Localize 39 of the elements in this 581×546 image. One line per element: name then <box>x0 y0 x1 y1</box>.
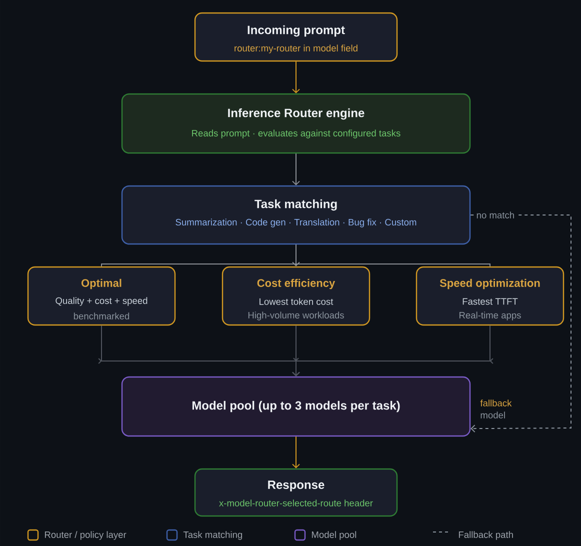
legend-text: Fallback path <box>458 531 513 540</box>
arrow <box>292 61 300 94</box>
process-box <box>27 266 176 326</box>
arrow <box>292 153 300 186</box>
detail-text: High-volume workloads <box>248 312 344 320</box>
edge-note: fallback <box>480 400 512 406</box>
detail-text: Reads prompt · evaluates against configured tasks <box>192 130 400 138</box>
detail-text: x-model-router-selected-route header <box>219 500 373 506</box>
detail-text: Summarization · Code gen · Translation · Bug fix · Custom <box>176 218 416 228</box>
heading: Incoming prompt <box>248 25 345 37</box>
heading: Response <box>268 480 324 492</box>
edge-label: no match <box>474 210 516 220</box>
dashed-arrow <box>470 214 572 433</box>
heading: Cost efficiency <box>257 278 336 290</box>
arrow <box>292 436 300 468</box>
detail-text: Lowest token cost <box>260 298 334 305</box>
process-box <box>121 376 471 437</box>
process-box <box>121 185 471 245</box>
heading: Inference Router engine <box>228 108 364 120</box>
legend-text: Router / policy layer <box>44 531 126 540</box>
detail-text: Real-time apps <box>460 312 521 320</box>
heading: Model pool (up to 3 models per task) <box>192 400 400 412</box>
legend-text: Model pool <box>312 531 356 540</box>
process-box <box>194 468 398 517</box>
edge-note: model <box>480 412 505 418</box>
heading: Optimal <box>81 278 122 290</box>
detail-text: Quality + cost + speed <box>56 297 148 306</box>
arrow <box>292 325 494 376</box>
process-box <box>222 266 370 326</box>
detail-text: Fastest TTFT <box>462 298 518 305</box>
process-box <box>194 12 398 62</box>
heading: Speed optimization <box>440 278 540 290</box>
connector-line <box>296 244 490 267</box>
detail-text: benchmarked <box>74 312 130 320</box>
heading: Task matching <box>254 199 337 211</box>
process-box <box>416 266 564 326</box>
legend-text: Task matching <box>183 531 242 540</box>
process-box <box>121 93 471 154</box>
detail-text: router:my-router in model field <box>234 44 358 54</box>
